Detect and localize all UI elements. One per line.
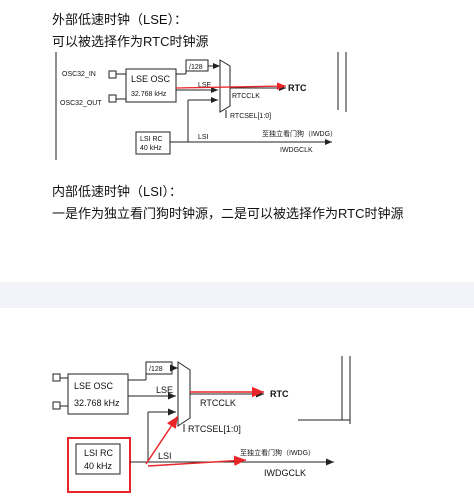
- lsi-diagram-section: LSE OSC 32.768 kHz /128 LSE RTCCLK RTC R…: [0, 308, 474, 503]
- rtcclk-label: RTCCLK: [200, 398, 236, 408]
- lsi-description: 一是作为独立看门狗时钟源，二是可以被选择作为RTC时钟源: [52, 206, 404, 221]
- iwdgclk-label: IWDGCLK: [280, 147, 313, 154]
- section-separator: [0, 282, 474, 308]
- lsi-rc-box: [135, 131, 171, 155]
- osc32-out-pin: [52, 401, 61, 410]
- lse-osc-label: LSE OSC: [131, 74, 171, 84]
- clock-diagram-lsi: LSE OSC 32.768 kHz /128 LSE RTCCLK RTC R…: [52, 356, 351, 493]
- lsi-rc-label: LSI RC: [84, 448, 114, 458]
- lse-osc-freq: 32.768 kHz: [131, 91, 167, 98]
- lse-osc-label: LSE OSC: [74, 381, 114, 391]
- highlight-arrow-lsi-to-iwdg: [147, 455, 247, 467]
- lse-description: 可以被选择作为RTC时钟源: [52, 34, 209, 49]
- rtc-mux: [177, 361, 191, 427]
- lsi-heading: 内部低速时钟（LSI）：: [52, 184, 183, 199]
- rtcsel-label: RTCSEL[1:0]: [230, 113, 271, 120]
- lse-osc-freq: 32.768 kHz: [74, 398, 120, 408]
- iwdg-to-label: 至独立看门狗（IWDG）: [262, 129, 337, 138]
- lse-osc-box: [67, 373, 129, 415]
- iwdg-to-label: 至独立看门狗（IWDG）: [240, 448, 315, 457]
- osc32-out-pin: [108, 94, 117, 103]
- lsi-label: LSI: [158, 451, 172, 461]
- div128-label: /128: [149, 366, 163, 373]
- rtcclk-label: RTCCLK: [232, 93, 260, 100]
- osc32-in-pin: [108, 70, 117, 79]
- highlight-arrow-lsi-to-mux: [145, 415, 179, 465]
- iwdgclk-label: IWDGCLK: [264, 468, 306, 478]
- lsi-rc-box: [75, 443, 121, 475]
- lsi-rc-label: LSI RC: [140, 136, 163, 143]
- osc32-in-label: OSC32_IN: [62, 71, 96, 78]
- lse-osc-box: [125, 68, 177, 103]
- lsi-label: LSI: [198, 134, 209, 141]
- lse-heading: 外部低速时钟（LSE）：: [52, 12, 188, 27]
- lsi-rc-freq: 40 kHz: [84, 461, 113, 471]
- rtc-mux: [219, 59, 231, 113]
- lse-label: LSE: [198, 82, 212, 89]
- clock-diagram-lse: OSC32_IN OSC32_OUT LSE OSC 32.768 kHz /1…: [55, 52, 347, 160]
- lsi-section: 内部低速时钟（LSI）： 一是作为独立看门狗时钟源，二是可以被选择作为RTC时钟…: [0, 176, 474, 236]
- osc32-in-pin: [52, 373, 61, 382]
- lsi-highlight-box: [67, 437, 131, 493]
- rtcsel-label: RTCSEL[1:0]: [188, 424, 241, 434]
- lsi-rc-freq: 40 kHz: [140, 145, 162, 152]
- div128-label: /128: [189, 64, 203, 71]
- lse-section: 外部低速时钟（LSE）： 可以被选择作为RTC时钟源 OSC32_IN OSC3…: [52, 12, 347, 160]
- rtc-label: RTC: [270, 389, 289, 399]
- osc32-out-label: OSC32_OUT: [60, 100, 102, 107]
- highlight-arrow-lse: [175, 82, 287, 91]
- rtc-label: RTC: [288, 83, 307, 93]
- lse-label: LSE: [156, 385, 173, 395]
